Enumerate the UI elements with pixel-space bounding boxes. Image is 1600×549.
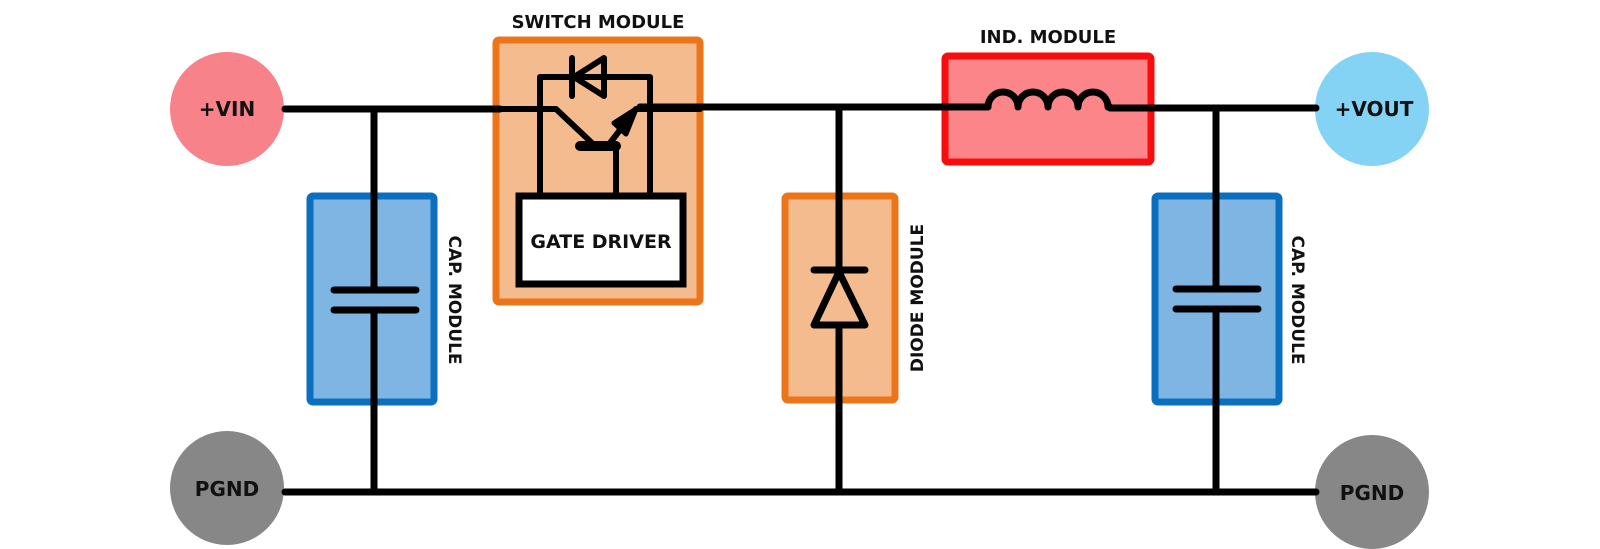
vin-label: +VIN [199, 97, 255, 121]
pgnd-right-label: PGND [1340, 481, 1404, 505]
diode-module-title: DIODE MODULE [908, 224, 928, 372]
diode-symbol [810, 103, 869, 496]
vout-label: +VOUT [1335, 97, 1414, 121]
inductor-symbol [982, 88, 1114, 111]
gate-driver-box [515, 192, 687, 288]
vin-terminal [170, 52, 284, 166]
pgnd-left-terminal [170, 431, 284, 545]
capacitor-input-symbol [330, 105, 420, 496]
cap-module-input-title: CAP. MODULE [444, 235, 464, 364]
igbt-symbol [497, 55, 703, 199]
vout-terminal [1315, 52, 1429, 166]
pgnd-right-terminal [1315, 435, 1429, 549]
gate-driver-label: GATE DRIVER [530, 231, 672, 253]
pgnd-left-label: PGND [195, 477, 259, 501]
switch-module-title: SWITCH MODULE [512, 12, 685, 33]
capacitor-output-symbol [1172, 104, 1262, 496]
cap-module-output-title: CAP. MODULE [1287, 235, 1307, 364]
inductor-module-title: IND. MODULE [980, 27, 1116, 48]
